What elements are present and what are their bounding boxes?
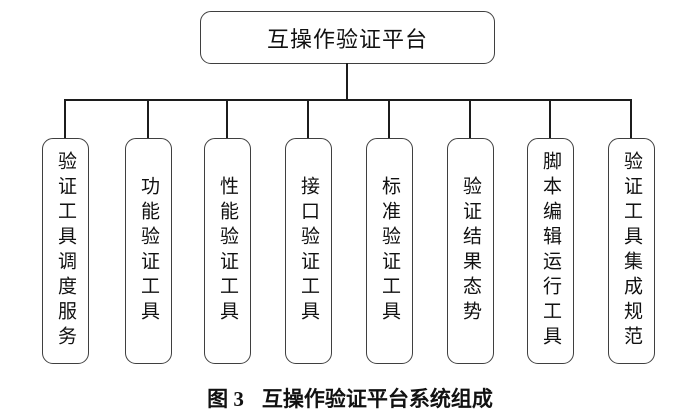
child-node-standard-verify-tool: 标准验证工具 bbox=[366, 138, 413, 364]
connector-trunk bbox=[346, 63, 348, 100]
child-node-performance-verify-tool: 性能验证工具 bbox=[204, 138, 251, 364]
connector-drop bbox=[226, 99, 228, 139]
node-label: 功能验证工具 bbox=[138, 176, 159, 326]
node-label: 验证结果态势 bbox=[460, 176, 481, 326]
node-label: 性能验证工具 bbox=[217, 176, 238, 326]
figure-caption: 图 3 互操作验证平台系统组成 bbox=[0, 383, 700, 413]
connector-bus bbox=[64, 99, 632, 101]
figure-title: 互操作验证平台系统组成 bbox=[261, 387, 493, 411]
child-node-tool-integration-spec: 验证工具集成规范 bbox=[608, 138, 655, 364]
figure-number: 图 3 bbox=[207, 387, 244, 411]
connector-drop bbox=[307, 99, 309, 139]
node-label: 标准验证工具 bbox=[379, 176, 400, 326]
child-node-scheduling-service: 验证工具调度服务 bbox=[42, 138, 89, 364]
root-node: 互操作验证平台 bbox=[200, 11, 495, 64]
child-node-result-situation: 验证结果态势 bbox=[447, 138, 494, 364]
connector-drop bbox=[147, 99, 149, 139]
root-node-label: 互操作验证平台 bbox=[266, 26, 428, 52]
child-node-script-edit-run-tool: 脚本编辑运行工具 bbox=[527, 138, 574, 364]
child-node-function-verify-tool: 功能验证工具 bbox=[125, 138, 172, 364]
node-label: 验证工具调度服务 bbox=[55, 151, 76, 351]
node-label: 脚本编辑运行工具 bbox=[540, 151, 561, 351]
connector-drop bbox=[64, 99, 66, 139]
connector-drop bbox=[549, 99, 551, 139]
connector-drop bbox=[469, 99, 471, 139]
connector-drop bbox=[388, 99, 390, 139]
node-label: 接口验证工具 bbox=[298, 176, 319, 326]
child-node-interface-verify-tool: 接口验证工具 bbox=[285, 138, 332, 364]
node-label: 验证工具集成规范 bbox=[621, 151, 642, 351]
connector-drop bbox=[630, 99, 632, 139]
